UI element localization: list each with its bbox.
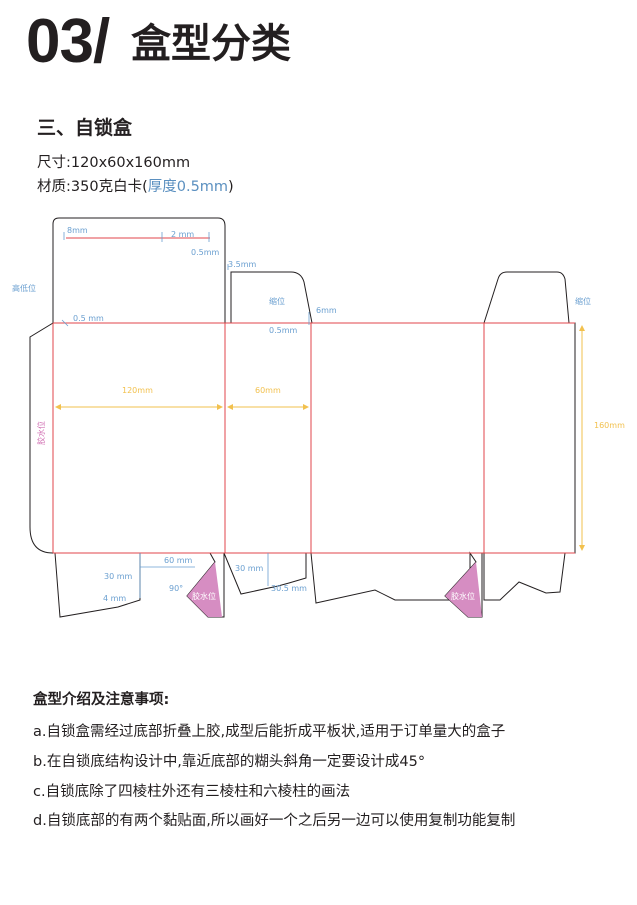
note-d: d.自锁底部的有两个黏贴面,所以画好一个之后另一边可以使用复制功能复制 — [33, 813, 516, 829]
fold-lines — [52, 237, 575, 554]
label-30mm-right: 30 mm — [235, 564, 264, 573]
dieline-outline — [29, 217, 576, 618]
label-glue-1: 胶水位 — [192, 591, 216, 601]
notes-title: 盒型介绍及注意事项: — [33, 692, 170, 708]
section-title: 三、自锁盒 — [37, 117, 133, 139]
label-8mm: 8mm — [67, 226, 88, 235]
label-high-low: 高低位 — [12, 283, 36, 293]
label-2mm: 2 mm — [171, 230, 194, 239]
label-05mm-top: 0.5mm — [191, 248, 220, 257]
note-a: a.自锁盒需经过底部折叠上胶,成型后能折成平板状,适用于订单量大的盒子 — [33, 724, 506, 740]
size-value: 120x60x160mm — [70, 155, 191, 171]
size-label: 尺寸: — [37, 155, 71, 171]
dieline-diagram: 8mm 2 mm 0.5mm 3.5mm 高低位 0.5 mm 缩位 6mm 0… — [12, 217, 625, 618]
label-shrink-right: 缩位 — [575, 296, 591, 306]
glue-area-2 — [445, 562, 482, 617]
small-dimension-ticks — [61, 232, 310, 598]
glue-area-1 — [187, 562, 222, 617]
label-4mm: 4 mm — [103, 594, 126, 603]
size-spec: 尺寸:120x60x160mm — [37, 151, 190, 172]
label-6mm: 6mm — [316, 306, 337, 315]
label-30-5mm: 30.5 mm — [271, 584, 307, 593]
dimension-lines — [55, 325, 585, 551]
label-160mm: 160mm — [594, 421, 625, 430]
material-value: 350克白卡( — [70, 179, 148, 195]
label-glue-side: 胶水位 — [36, 421, 46, 445]
thickness-value: 厚度0.5mm — [147, 179, 229, 195]
label-30mm-left: 30 mm — [104, 572, 133, 581]
close-paren: ) — [228, 179, 234, 195]
section-number: 03/ — [26, 7, 110, 76]
label-05mm-mid: 0.5mm — [269, 326, 298, 335]
note-c: c.自锁底除了四棱柱外还有三棱柱和六棱柱的画法 — [33, 784, 351, 800]
label-60mm-bottom: 60 mm — [164, 556, 193, 565]
label-shrink-left: 缩位 — [269, 296, 285, 306]
material-spec: 材质:350克白卡(厚度0.5mm) — [37, 175, 234, 196]
label-05mm-left: 0.5 mm — [73, 314, 104, 323]
label-90deg: 90° — [169, 584, 183, 593]
page-title: 盒型分类 — [131, 21, 291, 67]
label-60mm: 60mm — [255, 386, 281, 395]
label-120mm: 120mm — [122, 386, 153, 395]
note-b: b.在自锁底结构设计中,靠近底部的糊头斜角一定要设计成45° — [33, 754, 426, 770]
label-3-5mm: 3.5mm — [228, 260, 257, 269]
label-glue-2: 胶水位 — [451, 591, 475, 601]
material-label: 材质: — [37, 179, 71, 195]
